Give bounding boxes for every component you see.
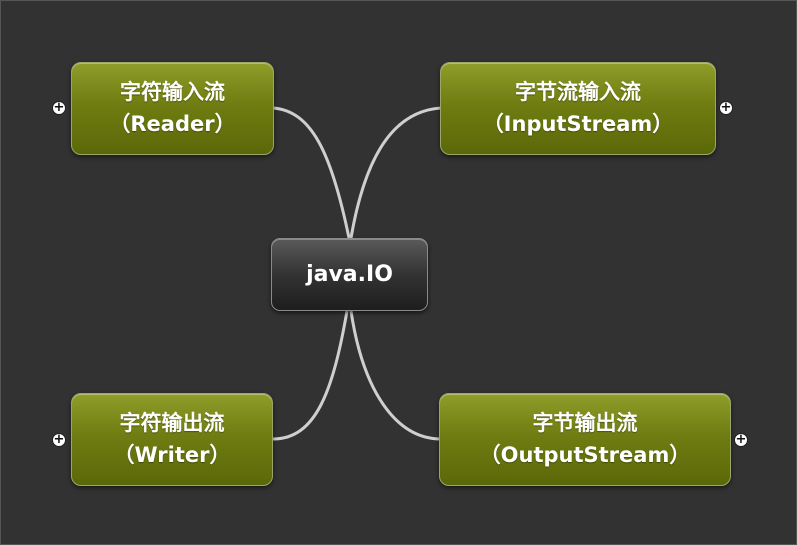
node-input-stream-subtitle: （InputStream） (482, 112, 674, 136)
expand-reader-icon[interactable]: + (52, 100, 66, 115)
node-output-stream-subtitle: （OutputStream） (479, 443, 691, 467)
connector-input-stream (349, 106, 442, 239)
expand-output-stream-icon[interactable]: + (734, 432, 748, 447)
expand-input-stream-icon[interactable]: + (719, 100, 733, 115)
expand-writer-icon[interactable]: + (52, 432, 66, 447)
node-input-stream-title: 字节流输入流 (515, 80, 641, 104)
node-input-stream[interactable]: 字节流输入流 （InputStream） (440, 62, 716, 155)
node-reader-title: 字符输入流 (120, 80, 225, 104)
node-output-stream-title: 字节输出流 (532, 411, 638, 435)
node-reader-subtitle: （Reader） (109, 112, 236, 136)
center-node-java-io[interactable]: java.IO (271, 238, 428, 311)
node-output-stream[interactable]: 字节输出流 （OutputStream） (439, 393, 731, 486)
node-reader[interactable]: 字符输入流 （Reader） (71, 62, 274, 155)
connector-reader (272, 106, 351, 239)
node-writer-subtitle: （Writer） (113, 443, 231, 467)
node-writer[interactable]: 字符输出流 （Writer） (71, 393, 273, 486)
node-writer-title: 字符输出流 (119, 411, 225, 435)
connector-output-stream (349, 310, 442, 441)
connector-writer (272, 310, 349, 441)
